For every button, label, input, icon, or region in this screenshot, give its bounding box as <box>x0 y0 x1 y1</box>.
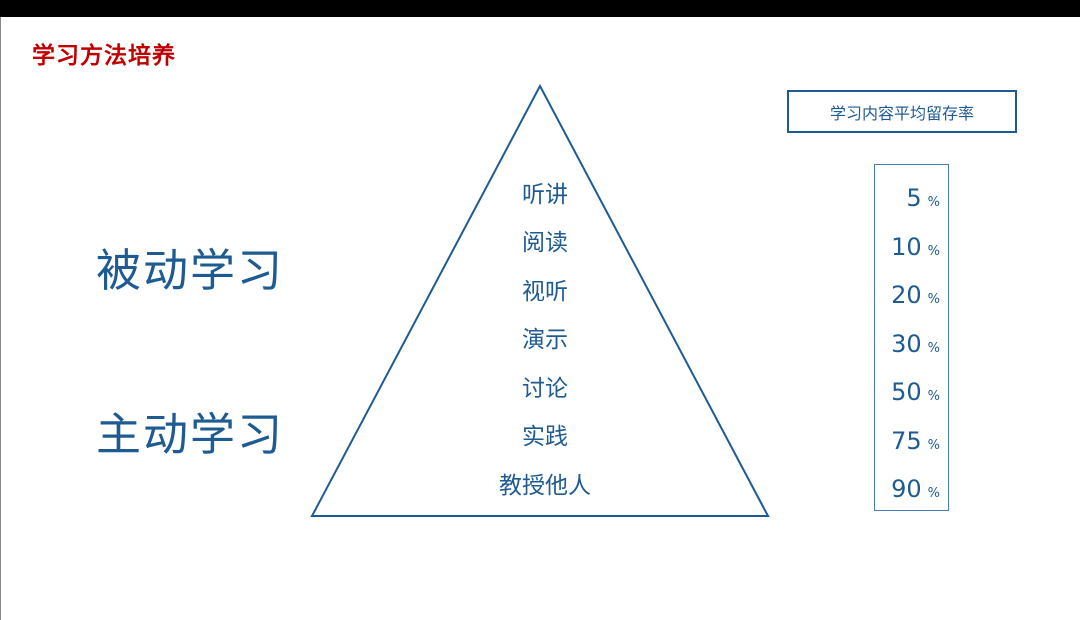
percent-unit: % <box>927 486 940 501</box>
pyramid-level-audiovisual: 视听 <box>522 279 568 305</box>
pyramid-level-demonstration: 演示 <box>522 327 568 353</box>
percent-unit: % <box>927 438 940 453</box>
pyramid-triangle <box>310 83 770 517</box>
retention-value: 30 <box>891 330 922 358</box>
pyramid-level-lecture: 听讲 <box>522 182 568 208</box>
passive-learning-label: 被动学习 <box>96 244 285 297</box>
retention-row: 5 % <box>906 186 940 210</box>
percent-unit: % <box>927 341 940 356</box>
retention-row: 75 % <box>891 429 940 453</box>
percent-unit: % <box>927 389 940 404</box>
retention-row: 30 % <box>891 332 940 356</box>
retention-row: 10 % <box>891 235 940 259</box>
percent-unit: % <box>927 292 940 307</box>
slide-title: 学习方法培养 <box>32 43 176 69</box>
retention-row: 20 % <box>891 283 940 307</box>
percent-unit: % <box>927 195 940 210</box>
retention-value: 90 <box>891 475 922 503</box>
pyramid-level-practice: 实践 <box>522 424 568 450</box>
pyramid-level-discussion: 讨论 <box>522 376 568 402</box>
pyramid-level-reading: 阅读 <box>522 230 568 256</box>
retention-row: 90 % <box>891 477 940 501</box>
retention-value: 20 <box>891 281 922 309</box>
top-black-bar <box>0 0 1080 17</box>
retention-values-box: 5 % 10 % 20 % 30 % 50 % 75 % 90 % <box>874 164 949 511</box>
retention-value: 50 <box>891 378 922 406</box>
retention-value: 10 <box>891 233 922 261</box>
active-learning-label: 主动学习 <box>96 408 285 461</box>
percent-unit: % <box>927 244 940 259</box>
retention-value: 5 <box>906 184 922 212</box>
retention-row: 50 % <box>891 380 940 404</box>
retention-value: 75 <box>891 427 922 455</box>
retention-rate-header: 学习内容平均留存率 <box>787 90 1017 133</box>
pyramid-level-teach-others: 教授他人 <box>499 473 591 499</box>
left-edge-line <box>0 17 1 620</box>
